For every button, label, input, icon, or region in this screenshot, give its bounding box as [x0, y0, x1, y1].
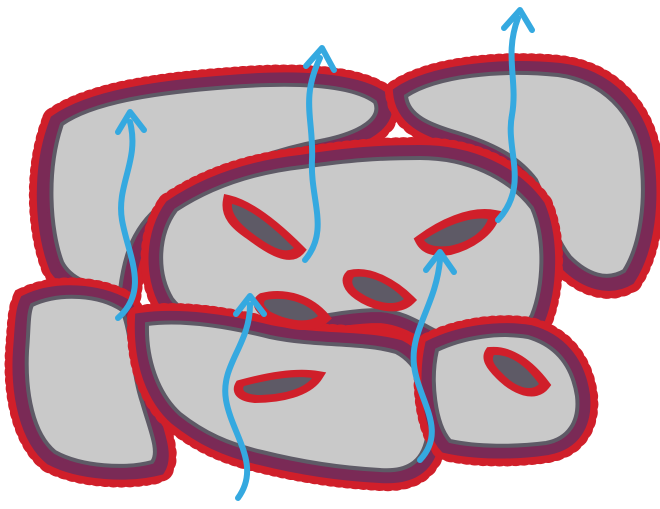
- porous-particle-diagram: [0, 0, 660, 509]
- particles-group: [0, 0, 660, 509]
- diagram-canvas: [0, 0, 660, 509]
